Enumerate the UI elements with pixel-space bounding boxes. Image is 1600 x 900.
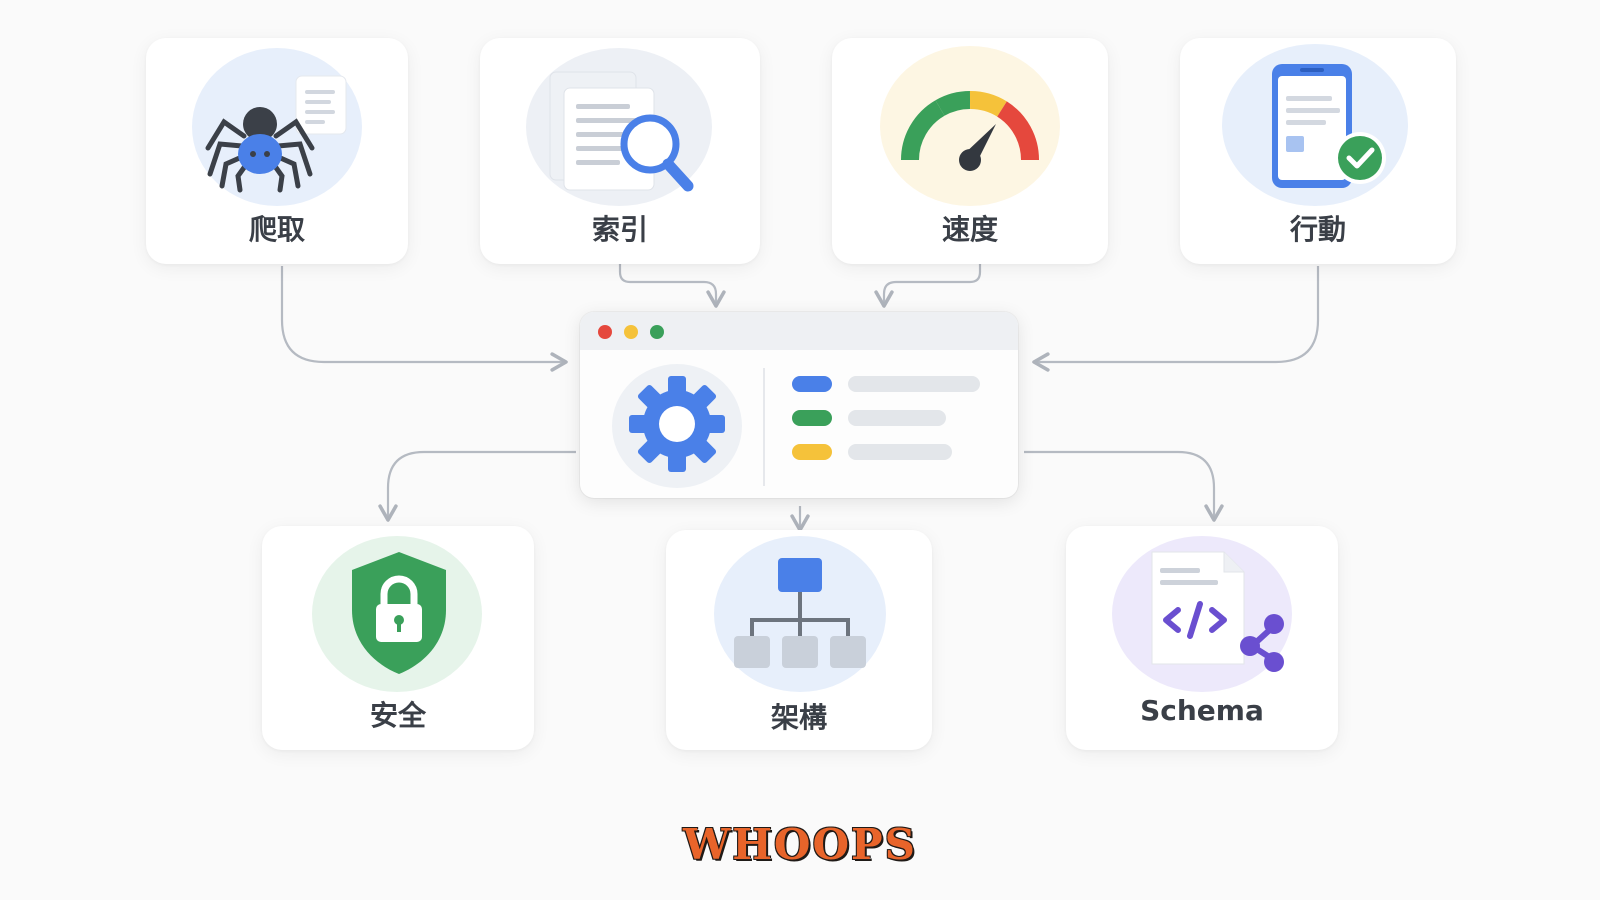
connector-speed bbox=[874, 262, 982, 308]
spider-icon bbox=[205, 75, 347, 193]
window-title-bar bbox=[580, 312, 1018, 350]
maximize-dot bbox=[650, 325, 664, 339]
placeholder-line bbox=[848, 376, 980, 392]
hub-window bbox=[580, 312, 1018, 498]
connector-schema bbox=[1024, 450, 1224, 522]
card-crawl: 爬取 bbox=[146, 38, 408, 264]
shield-lock-icon bbox=[352, 552, 446, 674]
card-label: 架構 bbox=[770, 701, 827, 734]
connector-crawl bbox=[280, 266, 568, 372]
card-label: 爬取 bbox=[248, 213, 305, 246]
status-pill-green bbox=[792, 410, 832, 426]
close-dot bbox=[598, 325, 612, 339]
card-schema: Schema bbox=[1066, 526, 1338, 750]
placeholder-line bbox=[848, 410, 946, 426]
document-search-icon bbox=[549, 71, 694, 192]
mobile-check-icon bbox=[1272, 64, 1386, 188]
card-label: 安全 bbox=[369, 699, 426, 732]
hub-divider bbox=[763, 368, 765, 486]
status-pill-blue bbox=[792, 376, 832, 392]
card-index: 索引 bbox=[480, 38, 760, 264]
minimize-dot bbox=[624, 325, 638, 339]
connector-mobile bbox=[1032, 266, 1320, 372]
connector-index bbox=[618, 262, 726, 308]
card-label: Schema bbox=[1140, 694, 1264, 727]
card-label: 索引 bbox=[591, 213, 648, 246]
card-mobile: 行動 bbox=[1180, 38, 1456, 264]
connector-security bbox=[378, 450, 576, 522]
placeholder-line bbox=[848, 444, 952, 460]
card-architecture: 架構 bbox=[666, 530, 932, 750]
card-speed: 速度 bbox=[832, 38, 1108, 264]
card-label: 速度 bbox=[941, 213, 998, 246]
status-pill-yellow bbox=[792, 444, 832, 460]
gear-icon bbox=[629, 376, 725, 472]
hierarchy-icon bbox=[734, 558, 866, 668]
card-security: 安全 bbox=[262, 526, 534, 750]
speedometer-icon bbox=[900, 90, 1040, 171]
code-share-icon bbox=[1151, 551, 1284, 672]
whoops-watermark: WHOOPS bbox=[683, 820, 917, 869]
card-label: 行動 bbox=[1289, 213, 1346, 246]
